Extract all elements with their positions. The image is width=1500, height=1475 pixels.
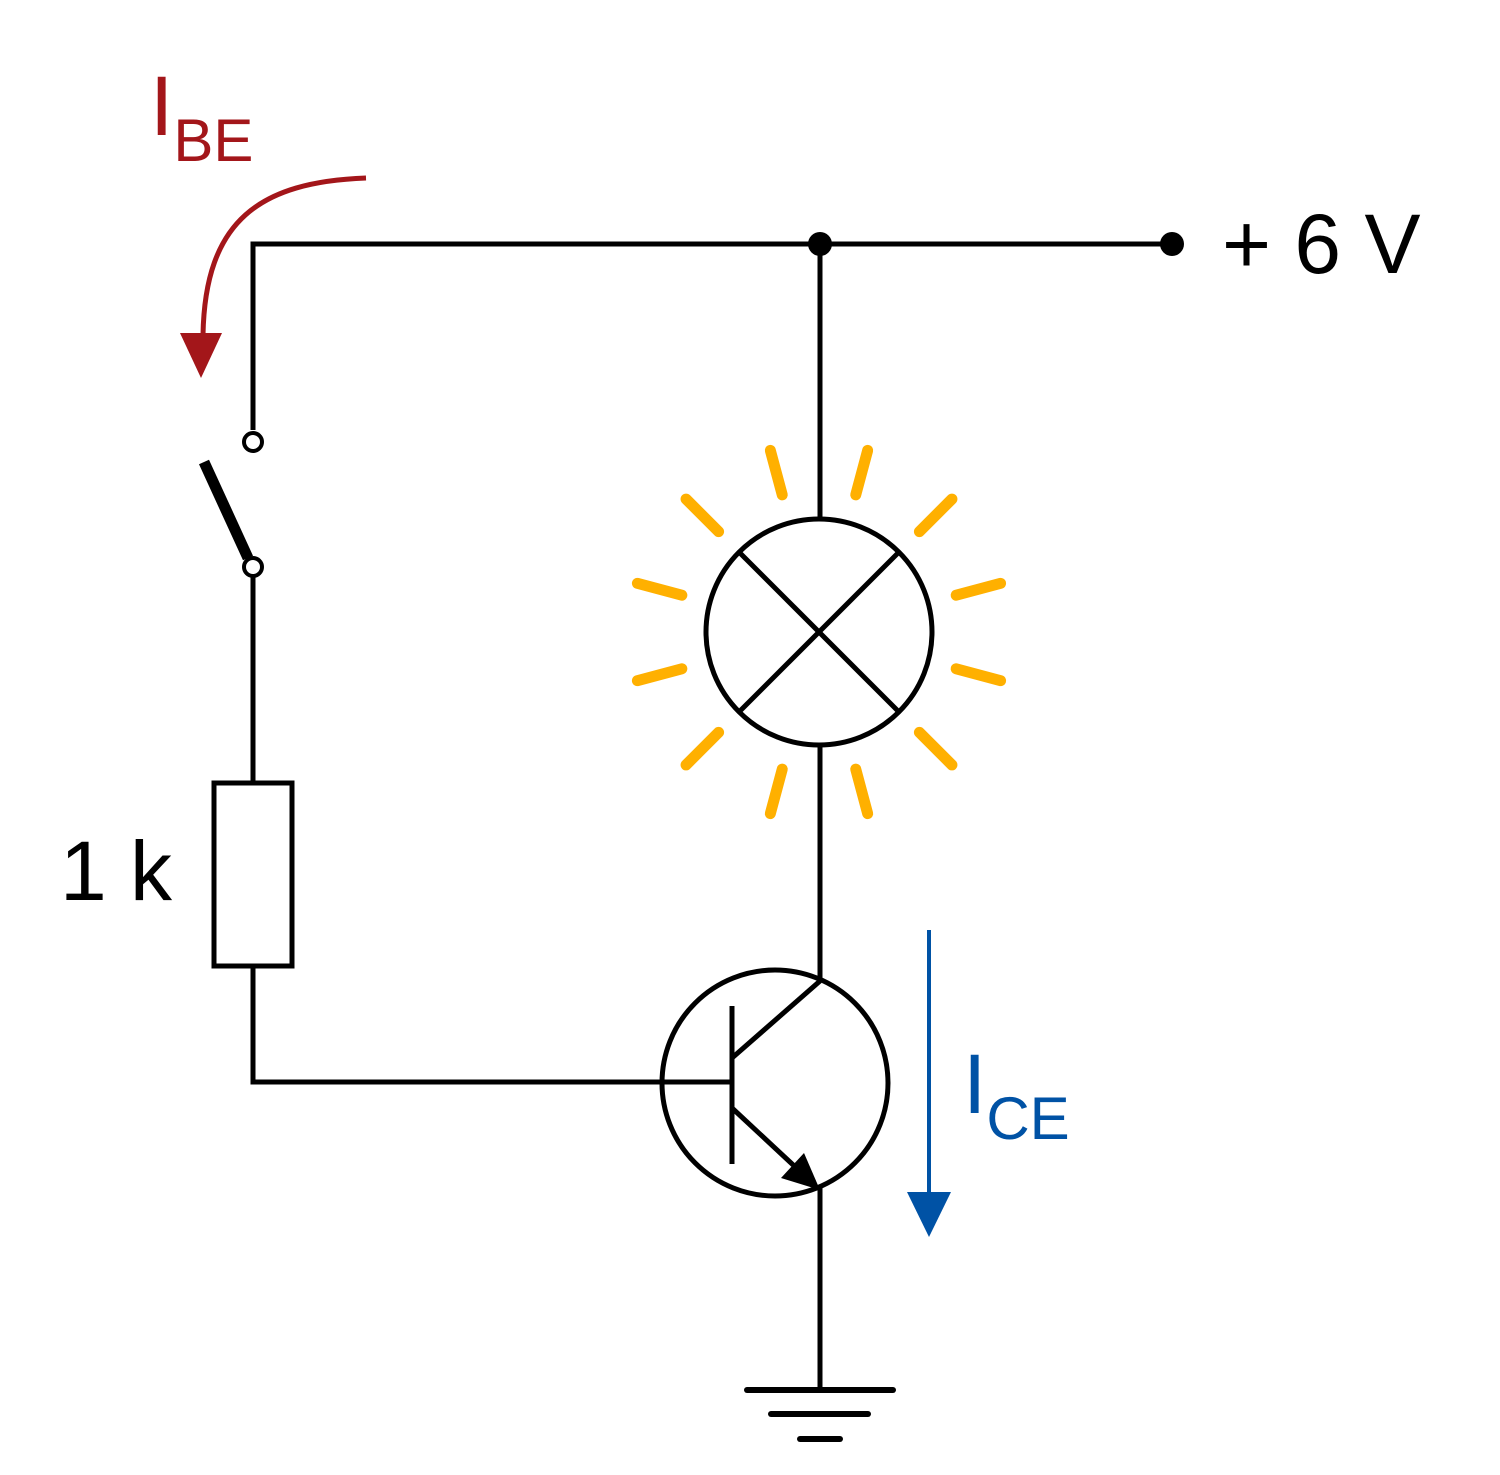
collector-current-label: ICE [963, 1037, 1070, 1152]
npn-transistor [659, 967, 891, 1199]
lamp [703, 516, 935, 748]
switch-lever[interactable] [199, 459, 253, 561]
emitter-arrow-icon [781, 1153, 820, 1190]
collector-current-arrow [907, 930, 951, 1237]
glow-ray [950, 663, 1007, 687]
glow-ray [764, 444, 788, 501]
base-current-arrow [180, 175, 367, 378]
glow-ray [631, 577, 688, 601]
glow-ray [680, 726, 725, 771]
resistor [211, 780, 295, 969]
resistor-label: 1 k [60, 824, 173, 918]
wire-resistor-base [250, 966, 732, 1085]
base-current-label: IBE [150, 59, 253, 174]
ground-icon [744, 1387, 896, 1442]
lamp-cross-b [738, 551, 900, 713]
transistor-collector-lead [730, 979, 822, 1060]
supply-label: + 6 V [1222, 197, 1420, 291]
switch[interactable] [199, 431, 264, 578]
transistor-body [659, 967, 891, 1199]
base-current-symbol: I [150, 59, 173, 153]
glow-ray [680, 493, 725, 538]
collector-current-symbol: I [963, 1037, 986, 1131]
glow-ray [764, 763, 788, 820]
glow-ray [631, 663, 688, 687]
switch-terminal-bottom [242, 556, 264, 578]
glow-ray [913, 726, 958, 771]
switch-terminal-top [242, 431, 264, 453]
glow-ray [850, 444, 874, 501]
supply-wire [250, 241, 1172, 430]
glow-ray [913, 493, 958, 538]
glow-ray [850, 763, 874, 820]
base-current-subscript: BE [173, 107, 253, 174]
supply-terminal [1160, 232, 1184, 256]
lamp-glow [631, 444, 1007, 820]
transistor-emitter-lead [730, 1106, 807, 1178]
collector-current-subscript: CE [986, 1085, 1069, 1152]
glow-ray [950, 577, 1007, 601]
